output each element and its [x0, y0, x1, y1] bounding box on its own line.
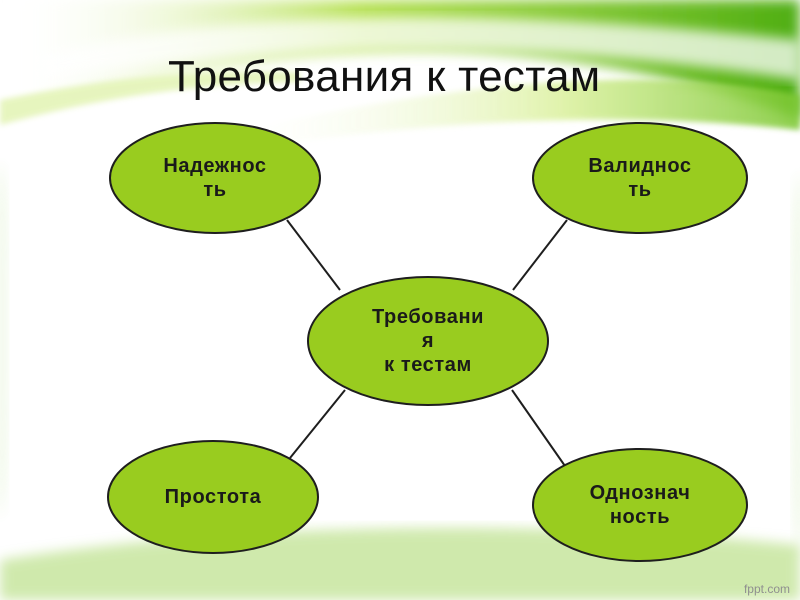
- node-validity: [532, 122, 748, 234]
- center-node-label: Требовани я к тестам: [371, 306, 485, 376]
- connector-line-unambiguity: [511, 389, 566, 467]
- slide-title: Требования к тестам: [168, 52, 601, 101]
- connector-line-reliability: [286, 219, 341, 291]
- node-label-unambiguity: Однознач ность: [589, 482, 691, 528]
- center-node: [307, 276, 549, 406]
- connector-line-validity: [512, 219, 568, 291]
- connector-line-simplicity: [289, 389, 346, 459]
- node-label-simplicity: Простота: [164, 486, 262, 508]
- node-reliability: [109, 122, 321, 234]
- node-label-reliability: Надежнос ть: [163, 155, 267, 201]
- watermark: fppt.com: [743, 582, 790, 596]
- node-label-validity: Валиднос ть: [588, 155, 692, 201]
- node-simplicity: [107, 440, 319, 554]
- node-unambiguity: [532, 448, 748, 562]
